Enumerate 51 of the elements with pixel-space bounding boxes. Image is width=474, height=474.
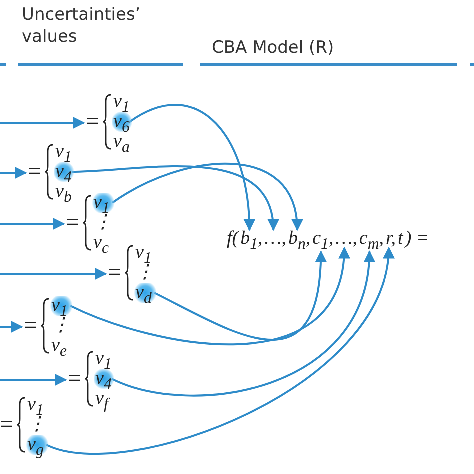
arrow xyxy=(112,163,302,232)
function-argument: …, xyxy=(264,228,288,250)
arrow xyxy=(0,321,24,333)
variable: v$_{b}$ xyxy=(54,182,73,202)
highlighted-variable: v$_{4}$ xyxy=(54,162,74,182)
highlighted-variable: v$_{1}$ xyxy=(50,296,73,316)
variable: v$_{a}$ xyxy=(112,132,131,152)
variable: ⋮ xyxy=(134,263,156,283)
highlighted-variable: v$_{4}$ xyxy=(94,369,114,389)
variable: v$_{e}$ xyxy=(50,336,68,356)
equals-sign: = xyxy=(68,367,82,391)
equals-sign: = xyxy=(28,160,42,184)
arrow xyxy=(0,268,108,280)
arrow xyxy=(154,250,327,341)
column-heading: Uncertainties’ values xyxy=(22,4,142,48)
equals-sign: = xyxy=(86,110,100,134)
function-argument: b$_{1}$, xyxy=(240,228,264,254)
equals-sign: = xyxy=(108,261,122,285)
highlighted-variable: v$_{d}$ xyxy=(134,283,157,303)
variable: ⋮ xyxy=(26,415,48,435)
highlighted-variable: v$_{1}$ xyxy=(92,193,115,213)
variable: v$_{1}$ xyxy=(94,349,113,369)
arrow xyxy=(0,167,28,179)
equals-sign: = xyxy=(0,413,14,437)
variable: v$_{1}$ xyxy=(54,142,73,162)
function-argument: …, xyxy=(334,228,358,250)
variable: v$_{c}$ xyxy=(92,233,110,253)
function-argument: t xyxy=(397,228,404,250)
variable: ⋮ xyxy=(92,213,114,233)
arrow xyxy=(46,246,394,455)
formula-text: ) = xyxy=(404,228,430,250)
variable: v$_{1}$ xyxy=(26,395,45,415)
arrow xyxy=(0,374,68,386)
arrow xyxy=(72,166,278,232)
function-argument: r, xyxy=(385,228,398,250)
arrow xyxy=(70,246,350,346)
equals-sign: = xyxy=(66,211,80,235)
variable: v$_{1}$ xyxy=(134,243,153,263)
function-argument: c$_{1}$, xyxy=(312,228,335,254)
variable: v$_{1}$ xyxy=(112,92,131,112)
variable: ⋮ xyxy=(50,316,72,336)
formula-text: f( xyxy=(226,228,240,250)
highlighted-variable: v$_{6}$ xyxy=(112,112,132,132)
equals-sign: = xyxy=(24,314,38,338)
arrow xyxy=(0,218,66,230)
column-heading: CBA Model (R) xyxy=(212,37,336,59)
arrow xyxy=(0,117,86,129)
function-argument: c$_{m}$, xyxy=(358,228,385,254)
function-argument: b$_{n}$, xyxy=(287,228,312,254)
arrow xyxy=(129,104,256,232)
arrow xyxy=(112,250,374,397)
